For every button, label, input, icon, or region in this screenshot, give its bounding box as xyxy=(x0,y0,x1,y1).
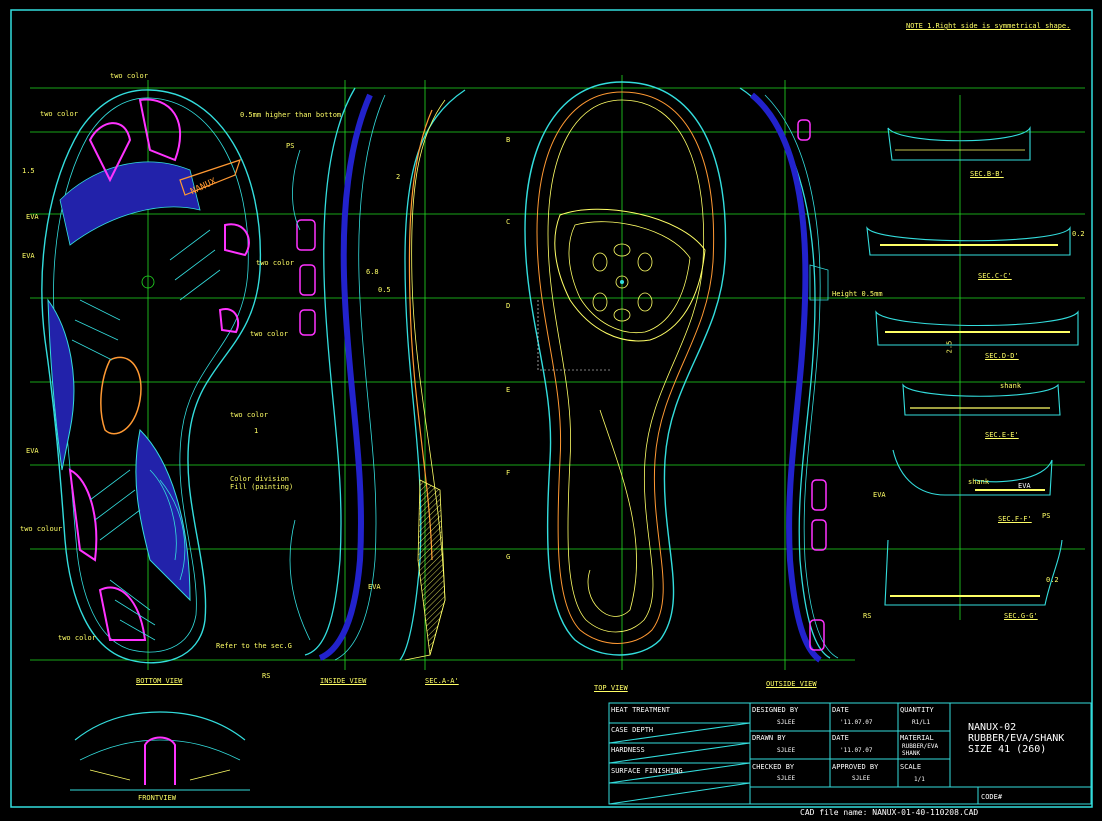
callout-two-color-1: two color xyxy=(110,72,148,80)
callout-dim-02-c: 0.2 xyxy=(1072,230,1085,238)
tb-scale-label: SCALE xyxy=(900,763,922,771)
tb-designed-by-value: SJLEE xyxy=(777,719,796,726)
section-cc-label: SEC.C-C' xyxy=(978,272,1012,280)
callout-dim-68: 6.8 xyxy=(366,268,379,276)
callout-eva-1: EVA xyxy=(26,213,39,221)
outside-view-label: OUTSIDE VIEW xyxy=(766,680,817,688)
section-letter-c: C xyxy=(506,218,511,226)
section-letter-e: E xyxy=(506,386,511,394)
callout-two-color-3: two color xyxy=(256,259,294,267)
front-view-label: FRONTVIEW xyxy=(138,794,176,802)
cad-file-name: CAD file name: NANUX-01-40-110208.CAD xyxy=(800,808,979,817)
callout-shank-1: shank xyxy=(1000,382,1022,390)
callout-shank-2: shank xyxy=(968,478,990,486)
callout-height: Height 0.5mm xyxy=(832,290,883,298)
tb-checked-by-value: SJLEE xyxy=(777,775,796,782)
tb-case-depth: CASE DEPTH xyxy=(611,726,654,734)
callout-eva-2: EVA xyxy=(22,252,35,260)
tb-quantity-value: R1/L1 xyxy=(912,719,931,726)
section-letter-g: G xyxy=(506,553,511,561)
section-bb-label: SEC.B-B' xyxy=(970,170,1004,178)
tb-material-value: RUBBER/EVA xyxy=(902,743,939,750)
section-guide-lines xyxy=(30,75,1085,670)
tb-checked-by-label: CHECKED BY xyxy=(752,763,795,771)
callout-eva-6: EVA xyxy=(1018,482,1031,490)
callout-dim-05: 0.5 xyxy=(378,286,391,294)
callout-rs-1: RS xyxy=(262,672,271,680)
callout-two-color-7: two color xyxy=(58,634,96,642)
callout-higher: 0.5mm higher than bottom xyxy=(240,111,342,119)
tb-title-line-3: SIZE 41 (260) xyxy=(968,744,1047,755)
inside-view-label: INSIDE VIEW xyxy=(320,677,367,685)
callout-two-color-5: two color xyxy=(230,411,268,419)
callout-fill-painting: Fill (painting) xyxy=(230,483,294,491)
callout-dim-02-g: 0.2 xyxy=(1046,576,1059,584)
tb-quantity-label: QUANTITY xyxy=(900,706,934,714)
front-view xyxy=(70,711,250,791)
callout-ps-2: PS xyxy=(1042,512,1051,520)
section-letter-b: B xyxy=(506,136,511,144)
callout-two-color-2: two color xyxy=(40,110,78,118)
bottom-view-label: BOTTOM VIEW xyxy=(136,677,183,685)
callout-refer: Refer to the sec.G xyxy=(216,642,292,650)
tb-approved-by-value: SJLEE xyxy=(852,775,871,782)
callout-dim-2: 2 xyxy=(396,173,401,181)
callout-eva-3: EVA xyxy=(26,447,39,455)
top-view-label: TOP VIEW xyxy=(594,684,628,692)
tb-material-value2: SHANK xyxy=(902,750,921,757)
section-ff-label: SEC.F-F' xyxy=(998,515,1032,523)
tb-date1-value: '11.07.07 xyxy=(840,719,873,726)
callout-two-color-4: two color xyxy=(250,330,288,338)
outside-view-profile xyxy=(739,87,839,663)
tb-material-label: MATERIAL xyxy=(900,734,934,742)
tb-date2-label: DATE xyxy=(832,734,849,742)
titleblock-grid xyxy=(608,702,1092,805)
callout-eva-5: EVA xyxy=(873,491,886,499)
tb-hardness: HARDNESS xyxy=(611,746,645,754)
callout-ps-1: PS xyxy=(286,142,295,150)
section-ee-label: SEC.E-E' xyxy=(985,431,1019,439)
section-letter-f: F xyxy=(506,469,511,477)
inside-view-profile xyxy=(289,87,386,661)
section-aa-label: SEC.A-A' xyxy=(425,677,459,685)
tb-designed-by-label: DESIGNED BY xyxy=(752,706,799,714)
tb-date2-value: '11.07.07 xyxy=(840,747,873,754)
callout-eva-4: EVA xyxy=(368,583,381,591)
callout-dim-1: 1 xyxy=(254,427,259,435)
section-letter-d: D xyxy=(506,302,511,310)
tb-title-line-1: NANUX-02 xyxy=(968,722,1017,733)
drawing-frame xyxy=(10,9,1093,808)
callout-dim-15: 1.5 xyxy=(22,167,35,175)
tb-scale-value: 1/1 xyxy=(914,776,925,783)
tb-date1-label: DATE xyxy=(832,706,849,714)
tb-drawn-by-label: DRAWN BY xyxy=(752,734,786,742)
section-dd-label: SEC.D-D' xyxy=(985,352,1019,360)
top-view-insole xyxy=(524,81,727,656)
cross-sections xyxy=(866,126,1079,606)
tb-heat-treatment: HEAT TREATMENT xyxy=(611,706,671,714)
tb-title-line-2: RUBBER/EVA/SHANK xyxy=(968,733,1065,744)
callout-two-color-6: two colour xyxy=(20,525,63,533)
tb-surface-finishing: SURFACE FINISHING xyxy=(611,767,683,775)
symmetry-note: NOTE 1.Right side is symmetrical shape. xyxy=(906,22,1071,30)
tb-code-label: CODE# xyxy=(981,793,1003,801)
section-aa-profile xyxy=(399,89,466,661)
callout-dim-25: 2.5 xyxy=(945,340,954,354)
bottom-view-outsole xyxy=(41,89,262,664)
tb-approved-by-label: APPROVED BY xyxy=(832,763,879,771)
tb-drawn-by-value: SJLEE xyxy=(777,747,796,754)
callout-rs-2: RS xyxy=(863,612,872,620)
callout-color-division: Color division xyxy=(230,475,290,483)
section-gg-label: SEC.G-G' xyxy=(1004,612,1038,620)
